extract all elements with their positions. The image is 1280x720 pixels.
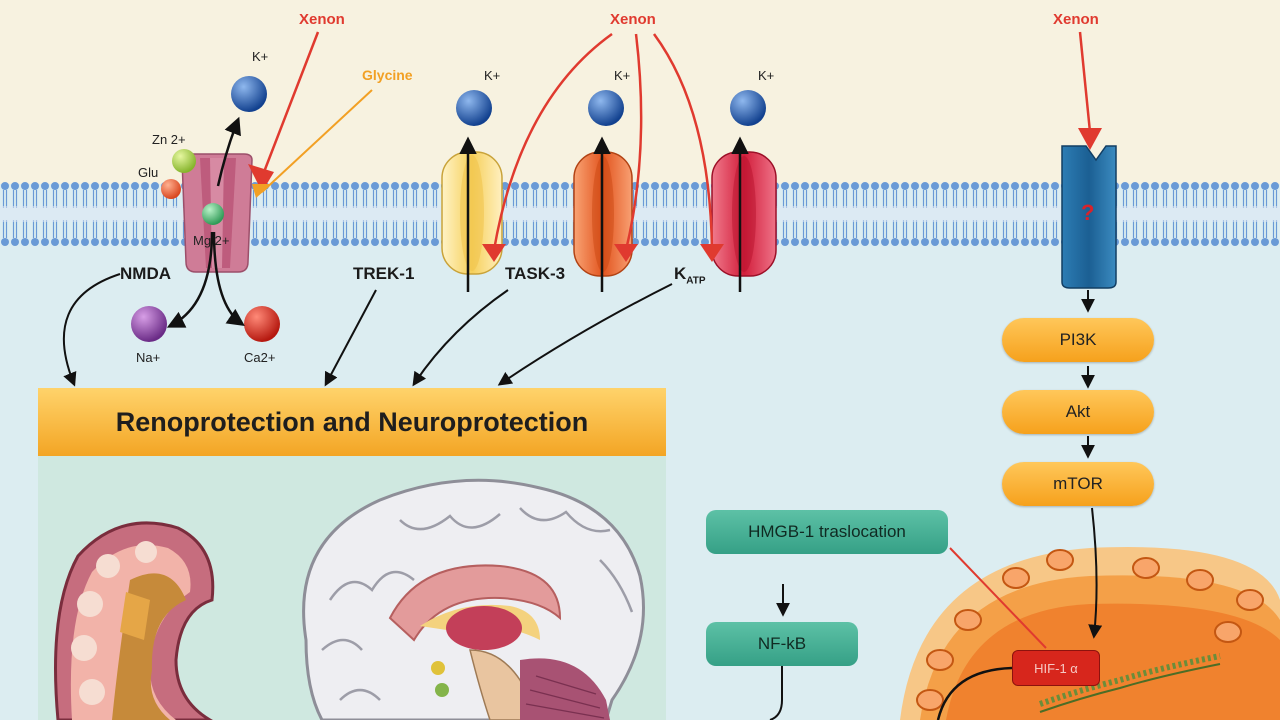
ca-ion (244, 306, 280, 342)
hif-to-hmgb-line (949, 547, 1047, 649)
kidney-illustration (54, 521, 215, 720)
outcome-banner: Renoprotection and Neuroprotection (38, 388, 666, 456)
katp-label-main: K (674, 264, 687, 283)
mg-ion (202, 203, 224, 225)
xenon-arrow-nmda (262, 31, 320, 173)
unknown-receptor (1061, 145, 1117, 289)
trek1-label: TREK-1 (353, 264, 415, 283)
na-influx-arrow (166, 231, 214, 328)
pathway-akt: Akt (1002, 390, 1154, 434)
nmda-label: NMDA (120, 264, 171, 283)
mtor-to-hif-arrow (1088, 507, 1103, 639)
xenon-label-center: Xenon (610, 11, 656, 28)
hif1a-box: HIF-1 α (1012, 650, 1100, 686)
ca-influx-arrow (212, 231, 245, 326)
xenon-arrow-trek1 (492, 32, 613, 251)
pathway-arrows-to-banner (62, 273, 673, 387)
zn-ion (172, 149, 196, 173)
k-ion-katp (730, 90, 766, 126)
k-ion-task3 (588, 90, 624, 126)
nfkb-downstream-line (769, 666, 783, 720)
k-ion-trek1 (456, 90, 492, 126)
xenon-arrow-receptor (1078, 31, 1092, 133)
k-ion-label-katp: K+ (758, 68, 775, 83)
k-efflux-arrow-nmda (216, 116, 241, 187)
xenon-arrows (262, 31, 1092, 251)
xenon-arrow-katp (652, 33, 714, 251)
nfkb-box: NF-kB (706, 622, 858, 666)
na-label: Na+ (136, 350, 161, 365)
hmgb1-translocation-box: HMGB-1 traslocation (706, 510, 948, 554)
k-ion-nmda (231, 76, 267, 112)
k-ion-label-task3: K+ (614, 68, 631, 83)
xenon-label-left: Xenon (299, 11, 345, 28)
katp-channel (711, 151, 777, 277)
receptor-question-mark: ? (1081, 200, 1095, 225)
ca-label: Ca2+ (244, 350, 276, 365)
k-ion-label-trek1: K+ (484, 68, 501, 83)
xenon-arrowheads (248, 128, 1102, 262)
dna-strand (1039, 653, 1221, 707)
glycine-label: Glycine (362, 67, 413, 83)
na-ion (131, 306, 167, 342)
xenon-arrow-task3 (624, 33, 643, 251)
task3-label: TASK-3 (505, 264, 566, 283)
katp-label: KATP (674, 264, 706, 286)
katp-label-sub: ATP (686, 275, 706, 287)
pathway-pi3k: PI3K (1002, 318, 1154, 362)
k-ion-label-nmda: K+ (252, 49, 269, 64)
hif-downstream-line (936, 666, 1013, 720)
xenon-label-right: Xenon (1053, 11, 1099, 28)
zn-label: Zn 2+ (152, 132, 186, 147)
pathway-mtor: mTOR (1002, 462, 1154, 506)
glu-ligand (161, 179, 181, 199)
mg-label: Mg 2+ (193, 233, 230, 248)
trek1-channel (441, 151, 503, 275)
brain-illustration (302, 478, 645, 720)
glu-label: Glu (138, 165, 159, 180)
glycine-arrow (261, 89, 373, 193)
